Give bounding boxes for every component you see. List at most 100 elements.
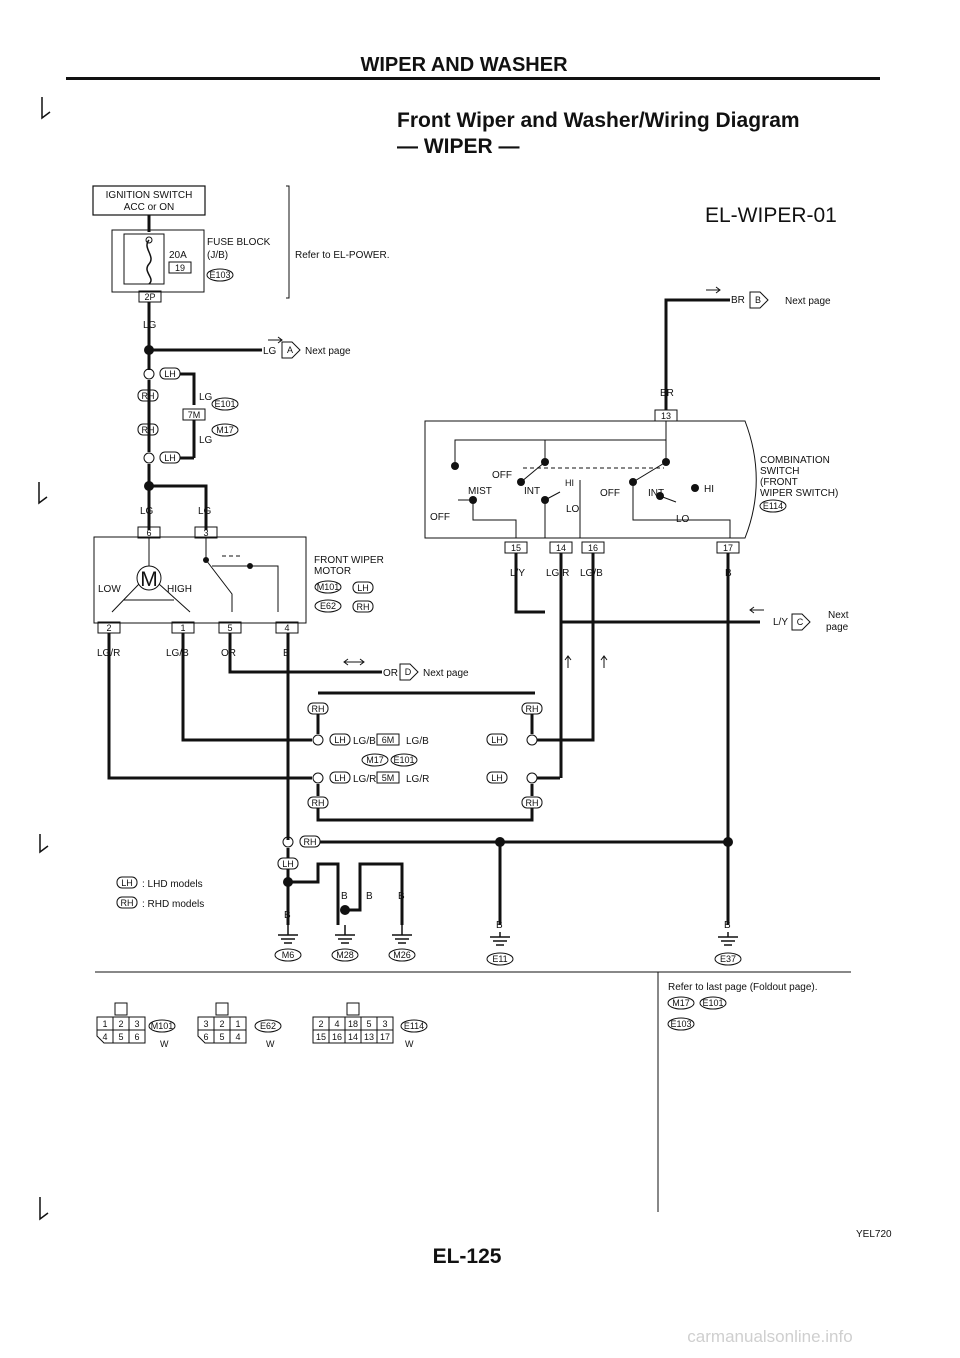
- conn-e114: E114: [763, 501, 783, 511]
- switch-off: OFF: [492, 470, 512, 481]
- motor-high: HIGH: [167, 584, 192, 595]
- switch-arm: [520, 461, 546, 483]
- wire-label-b: B: [284, 910, 291, 921]
- e62-color: W: [266, 1039, 275, 1049]
- ignition-switch-box: [92, 185, 206, 216]
- e114-pin: 3: [382, 1019, 387, 1029]
- wire-label-b: B: [341, 891, 348, 902]
- power-bracket: [286, 185, 290, 299]
- switch-contact: [451, 462, 459, 470]
- diagram-title-line2: — WIPER —: [397, 135, 520, 158]
- option-joint: [312, 734, 324, 746]
- switch-lo: LO: [676, 514, 690, 525]
- fuse-no: 19: [175, 263, 185, 273]
- offpage-a-flag: [281, 341, 301, 359]
- pin-2: 2: [106, 623, 111, 633]
- wire-label-ly: L/Y: [773, 617, 788, 628]
- tag-rh-text: RH: [526, 798, 539, 808]
- switch-off: OFF: [430, 512, 450, 523]
- wire-label-lgr: LG/R: [546, 568, 569, 579]
- tag-lh-text: LH: [491, 773, 503, 783]
- offpage-b-letter: B: [755, 295, 761, 305]
- pin-3: 3: [203, 528, 208, 538]
- ground-symbol: [335, 925, 355, 944]
- fuse-amp: 20A: [169, 250, 187, 261]
- offpage-a-letter: A: [287, 345, 293, 355]
- switch-int: INT: [524, 486, 540, 497]
- conn-e101: E101: [214, 399, 235, 409]
- fuse-pin: 2P: [144, 292, 155, 302]
- wire-lg-to-pin3: [149, 484, 208, 530]
- switch-hi: HI: [565, 478, 574, 488]
- motor-auto-stop: [205, 538, 279, 612]
- e114-pin: 15: [316, 1032, 326, 1042]
- ground-symbol: [718, 932, 738, 946]
- watermark: carmanualsonline.info: [687, 1327, 852, 1346]
- connector-e114-view: 2 4 18 5 3 15 16 14 13 17 E114 W: [312, 1002, 428, 1049]
- ground-symbol: [392, 925, 412, 944]
- tag-lh-text: LH: [357, 583, 369, 593]
- conn-m17-badge: [211, 423, 239, 437]
- pin-14: 14: [556, 543, 566, 553]
- tag-lh: [352, 581, 374, 594]
- wire-lh-branch: [180, 372, 196, 405]
- m101-color: W: [160, 1039, 169, 1049]
- legend-lhd: : LHD models: [142, 879, 203, 890]
- tag-lh: [329, 733, 351, 746]
- wire-label-lgr: LG/R: [406, 774, 429, 785]
- e62-pin: 2: [219, 1019, 224, 1029]
- offpage-d-flag: [399, 663, 419, 681]
- wire-br: [664, 298, 730, 410]
- conn-e62: E62: [320, 601, 336, 611]
- conn-m26: M26: [393, 950, 411, 960]
- legend-rh-tag-text: RH: [121, 898, 134, 908]
- switch-arm: [632, 461, 667, 483]
- switch-contact: [691, 484, 699, 492]
- stop-contact: [247, 563, 253, 569]
- switch-label: WIPER SWITCH): [760, 488, 838, 499]
- wire-label-lg: LG: [199, 435, 213, 446]
- conn-m17-badge: [667, 996, 695, 1010]
- e62-pin: 1: [235, 1019, 240, 1029]
- offpage-c-letter: C: [797, 617, 804, 627]
- tag-lh-text: LH: [334, 735, 346, 745]
- wire-label-br: BR: [660, 388, 674, 399]
- ignition-switch-label: IGNITION SWITCH: [106, 190, 193, 201]
- wire-lgb-motor: [181, 633, 288, 742]
- offpage-d-text: Next page: [423, 668, 469, 679]
- wire-label-lg: LG: [198, 506, 212, 517]
- conn-e103: E103: [670, 1019, 691, 1029]
- wire-label-lg: LG: [199, 392, 213, 403]
- legend-rh-tag: [116, 896, 138, 909]
- switch-mist: MIST: [468, 486, 492, 497]
- option-joint: [143, 368, 155, 380]
- arrow-bidir: [343, 658, 365, 666]
- e114-pin: 2: [318, 1019, 323, 1029]
- margin-mark: [38, 482, 48, 505]
- fuse-no-box: [168, 261, 192, 274]
- m101-pin: 2: [118, 1019, 123, 1029]
- page-number: EL-125: [433, 1245, 502, 1268]
- arrow-up: [564, 655, 572, 668]
- e114-color: W: [405, 1039, 414, 1049]
- legend-rhd: : RHD models: [142, 899, 204, 910]
- pin-6: 6: [146, 528, 151, 538]
- e114-pin: 5: [366, 1019, 371, 1029]
- wire-rh-frame: [316, 808, 534, 822]
- conn-e103-badge: [667, 1017, 695, 1031]
- motor-wiring: [111, 538, 191, 613]
- m101-code: M101: [151, 1021, 174, 1031]
- fuse-block-sublabel: (J/B): [207, 250, 228, 261]
- e62-code: E62: [260, 1021, 276, 1031]
- offpage-d-letter: D: [405, 667, 412, 677]
- margin-mark: [41, 97, 51, 120]
- arrow: [706, 286, 721, 294]
- fuse-symbol: [146, 239, 152, 285]
- joint-7m: 7M: [188, 410, 201, 420]
- option-joint: [282, 836, 294, 848]
- offpage-c-flag: [791, 613, 811, 631]
- wire-label-lgb: LG/B: [166, 648, 189, 659]
- diagram-code: EL-WIPER-01: [705, 204, 837, 227]
- conn-m17: M17: [366, 755, 384, 765]
- connector-m101-view: 1 2 3 4 5 6 M101 W: [96, 1002, 176, 1049]
